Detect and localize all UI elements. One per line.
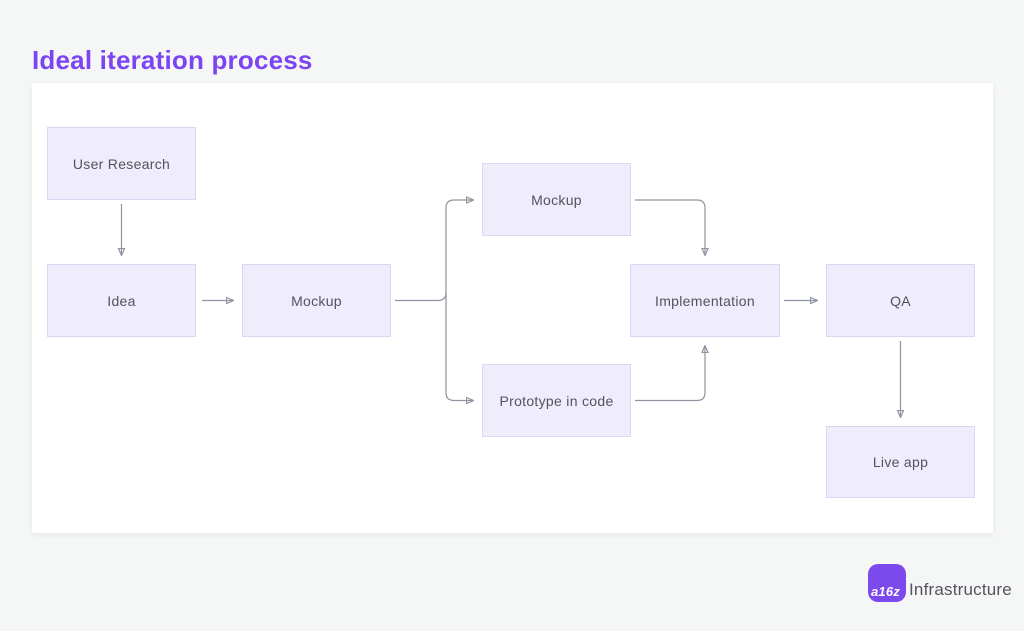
a16z-infrastructure-logo: a16z Infrastructure (868, 564, 1012, 602)
connector-mockup2-to-implementation (635, 199, 705, 255)
node-label: Implementation (655, 292, 755, 309)
connector-prototype-to-implementation (635, 346, 705, 402)
node-user-research: User Research (47, 127, 196, 200)
node-label: Live app (872, 454, 929, 470)
diagram-card: User Research Idea Mockup Mockup Prototy… (32, 83, 993, 533)
node-mockup: Mockup (242, 264, 391, 337)
node-label: Mockup (531, 191, 582, 208)
node-label: QA (890, 292, 911, 309)
node-prototype-in-code: Prototype in code (482, 364, 631, 437)
connector-mockup-to-prototype (445, 292, 473, 401)
page-title: Ideal iteration process (32, 45, 313, 76)
node-label: User Research (72, 155, 171, 172)
node-idea: Idea (47, 264, 196, 337)
node-live-app: Live app (826, 426, 975, 498)
a16z-logo-icon: a16z (868, 564, 906, 602)
brand-text: Infrastructure (909, 580, 1012, 599)
node-implementation: Implementation (630, 264, 780, 337)
node-label: Prototype in code (499, 392, 614, 409)
node-label: Mockup (291, 292, 342, 309)
node-label: Idea (107, 292, 136, 309)
node-qa: QA (826, 264, 975, 337)
connector-mockup-to-mockup2 (395, 200, 473, 302)
node-mockup-2: Mockup (482, 163, 631, 236)
a16z-logo-text: a16z (871, 584, 900, 599)
